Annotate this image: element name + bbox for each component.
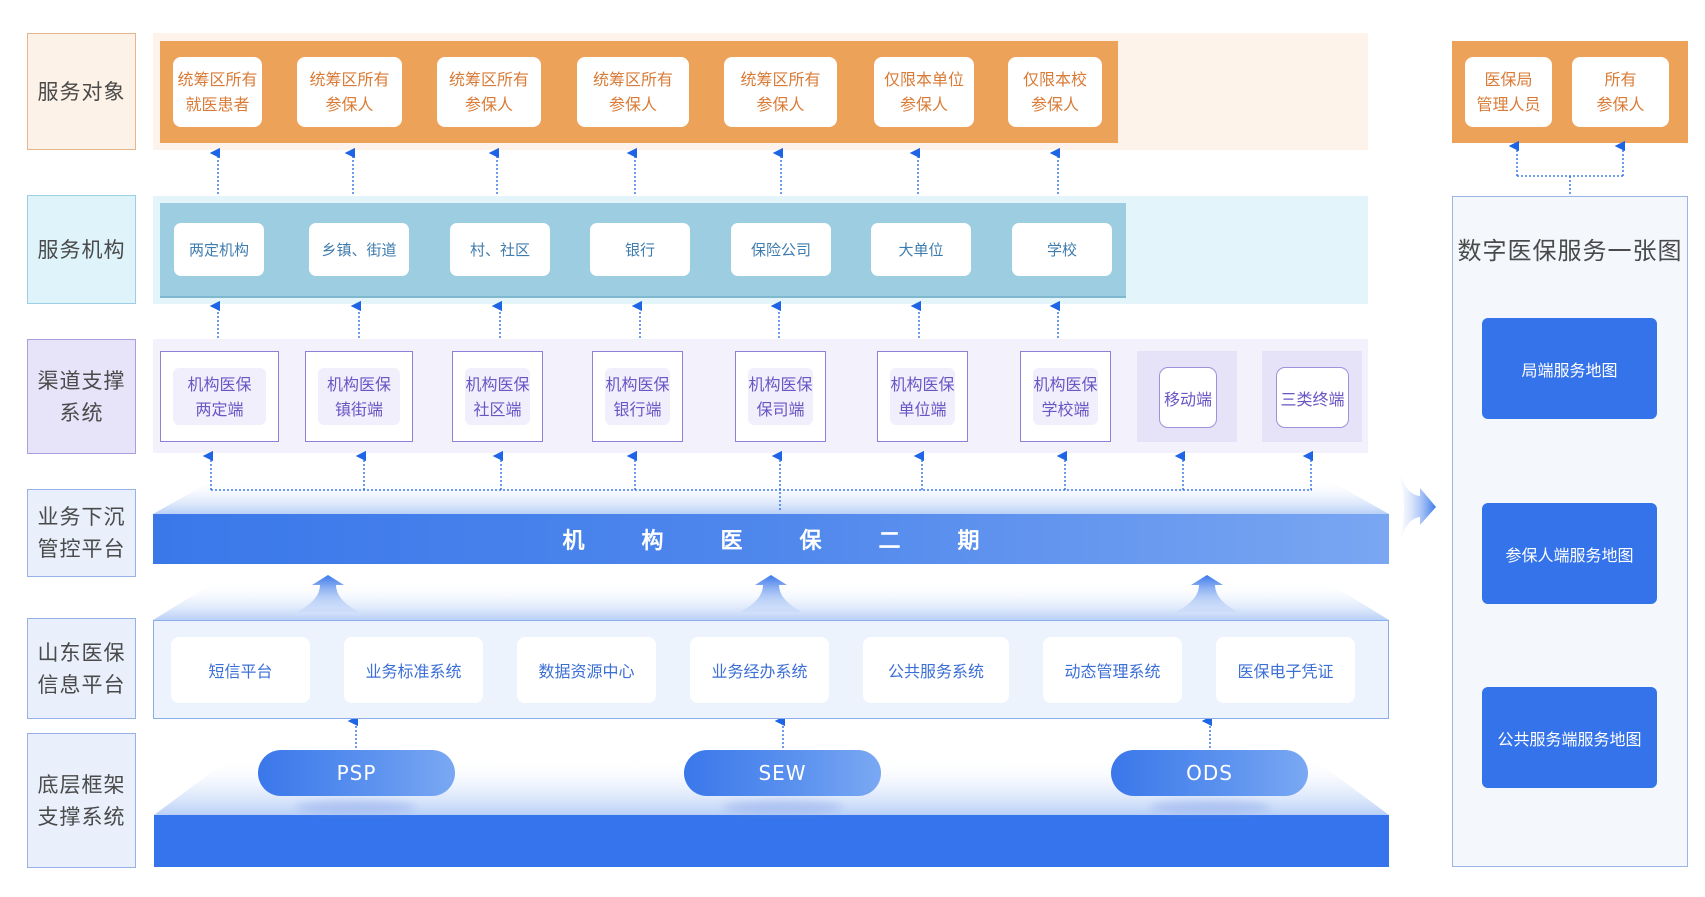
row-label-service-orgs: 服务机构	[27, 195, 136, 304]
service-object-card: 统筹区所有 参保人	[297, 57, 402, 127]
service-map-title: 数字医保服务一张图	[1457, 236, 1683, 265]
service-org-card: 学校	[1012, 223, 1112, 276]
service-object-card: 仅限本校 参保人	[1008, 57, 1102, 127]
base-system-sew: SEW	[684, 750, 881, 796]
channel-label: 机构医保 银行端	[605, 368, 670, 425]
channel-card: 机构医保 两定端	[160, 351, 279, 442]
service-object-card: 统筹区所有 参保人	[437, 57, 541, 127]
channel-extra-terminal: 三类终端	[1276, 367, 1349, 428]
shandong-system-card: 数据资源中心	[517, 637, 656, 703]
shandong-system-card: 业务标准系统	[344, 637, 483, 703]
channel-card: 机构医保 学校端	[1020, 351, 1111, 442]
service-map-button-bureau[interactable]: 局端服务地图	[1482, 318, 1657, 419]
shandong-system-card: 短信平台	[171, 637, 310, 703]
channel-card: 机构医保 单位端	[877, 351, 968, 442]
base-system-psp: PSP	[258, 750, 455, 796]
service-org-card: 乡镇、街道	[309, 223, 409, 276]
shandong-system-card: 动态管理系统	[1043, 637, 1182, 703]
cylinder-shadow	[296, 800, 416, 814]
row-label-service-objects: 服务对象	[27, 33, 136, 150]
service-org-card: 村、社区	[450, 223, 550, 276]
base-framework-band	[154, 815, 1389, 867]
service-org-card: 大单位	[871, 223, 971, 276]
platform-title-char: 机	[562, 529, 585, 554]
right-service-object-card: 所有 参保人	[1572, 57, 1669, 127]
service-object-card: 仅限本单位 参保人	[874, 57, 974, 127]
channel-label: 机构医保 学校端	[1033, 368, 1098, 425]
platform-title-char: 构	[641, 529, 664, 554]
row-label-shandong-platform: 山东医保 信息平台	[27, 618, 136, 719]
service-org-card: 两定机构	[174, 223, 264, 276]
row-label-business-control: 业务下沉 管控平台	[27, 489, 136, 577]
cylinder-shadow	[1150, 800, 1270, 814]
channel-extra-mobile: 移动端	[1159, 367, 1217, 428]
right-flow-arrow-icon	[1396, 465, 1436, 552]
row-label-channel-support: 渠道支撑 系统	[27, 339, 136, 454]
channel-label: 机构医保 两定端	[173, 368, 266, 425]
channel-card: 机构医保 镇街端	[305, 351, 413, 442]
channel-card: 机构医保 社区端	[452, 351, 543, 442]
channel-card: 机构医保 保司端	[735, 351, 826, 442]
service-org-card: 银行	[590, 223, 690, 276]
base-system-ods: ODS	[1111, 750, 1308, 796]
shandong-system-card: 医保电子凭证	[1216, 637, 1355, 703]
platform-title: 机 构 医 保 二 期	[562, 523, 979, 555]
platform-slab-top	[153, 479, 1389, 514]
shandong-system-card: 公共服务系统	[863, 637, 1009, 703]
channel-card: 机构医保 银行端	[592, 351, 683, 442]
shandong-system-card: 业务经办系统	[690, 637, 829, 703]
service-map-button-insured[interactable]: 参保人端服务地图	[1482, 503, 1657, 604]
shandong-slab-top	[153, 582, 1389, 620]
row-label-base-framework: 底层框架 支撑系统	[27, 733, 136, 868]
platform-title-char: 二	[878, 529, 901, 554]
up-flow-arrow-icon	[297, 575, 359, 612]
cylinder-shadow	[723, 800, 843, 814]
service-map-button-public[interactable]: 公共服务端服务地图	[1482, 687, 1657, 788]
platform-title-char: 保	[799, 529, 822, 554]
service-object-card: 统筹区所有 就医患者	[173, 57, 262, 127]
channel-label: 机构医保 保司端	[748, 368, 813, 425]
right-service-object-card: 医保局 管理人员	[1465, 57, 1552, 127]
channel-label: 机构医保 单位端	[890, 368, 955, 425]
platform-title-char: 期	[957, 529, 980, 554]
service-org-card: 保险公司	[731, 223, 831, 276]
up-flow-arrow-icon	[740, 575, 802, 612]
platform-title-char: 医	[720, 529, 743, 554]
service-object-card: 统筹区所有 参保人	[724, 57, 837, 127]
platform-band: 机 构 医 保 二 期	[153, 514, 1389, 564]
channel-label: 机构医保 镇街端	[318, 368, 400, 425]
up-flow-arrow-icon	[1176, 575, 1238, 612]
channel-label: 机构医保 社区端	[465, 368, 530, 425]
service-object-card: 统筹区所有 参保人	[577, 57, 689, 127]
